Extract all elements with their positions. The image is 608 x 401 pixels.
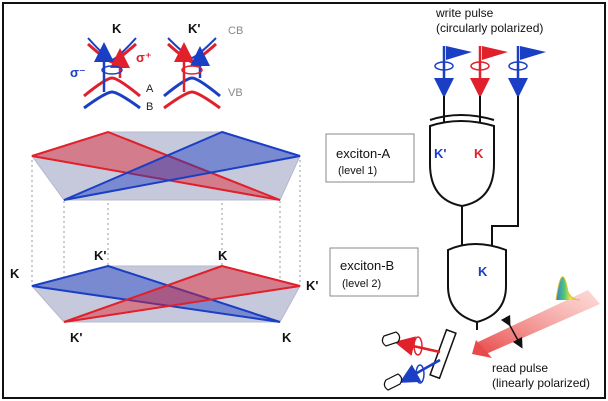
exciton-b-level: (level 2) [342,278,381,290]
band-b-label: B [146,101,153,113]
read-pulse-sublabel: (linearly polarized) [492,376,590,390]
exciton-a-border [325,133,415,183]
gate-2-k-label: K [478,264,488,279]
band-diagram: K σ⁻ σ⁺ A B K' CB VB [70,21,243,113]
lattice-k-bottom-label: K [282,330,292,345]
spectrum-peak [555,276,581,301]
k-vb-red-curve [83,76,141,98]
gate-1-k-label: K [474,146,484,161]
write-pulse-label: write pulse [435,6,494,20]
red-output-loop [413,336,423,356]
kp-cb-red-curve [167,42,217,64]
flag-blue-1-loop [434,61,454,71]
kp-cb-blue-curve [167,37,217,60]
kp-vb-blue-curve [163,76,221,98]
sigma-plus-label: σ⁺ [136,50,152,65]
flag-red-loop [470,61,490,71]
kp-polarization-loop [181,65,203,75]
k-vb-blue-curve [83,90,141,110]
band-kp-label: K' [188,21,200,36]
exciton-a-title: exciton-A [336,146,391,161]
gate-1-body [429,120,495,208]
flag-blue-1 [446,46,472,60]
wire-flag3-to-gate2 [491,96,519,248]
read-pulse: read pulse (linearly polarized) [472,276,600,390]
write-pulse-flags [434,46,546,98]
write-pulse-sublabel: (circularly polarized) [436,21,543,35]
upper-blue-triangle [63,130,301,201]
lattice-kp-right-label: K' [306,278,318,293]
exciton-a-box: exciton-A (level 1) [325,133,415,183]
gate-1-xor-arc [429,114,495,121]
polarizer-plate [429,328,457,380]
eye-detector-bottom [383,373,403,391]
vb-label: VB [228,87,243,99]
cb-label: CB [228,25,243,37]
blue-output-loop [415,364,425,384]
exciton-b-border [329,247,419,297]
polarization-axis [500,314,523,349]
kp-vb-red-curve [163,90,221,110]
exciton-b-title: exciton-B [340,258,394,273]
flag-blue-2 [520,46,546,60]
k-polarization-loop [101,65,123,75]
logic-circuit: write pulse (circularly polarized) K' K … [429,6,546,330]
band-k-label: K [112,21,122,36]
lattice-k-top-label: K [218,248,228,263]
eye-detector-top [381,331,401,347]
lattice-kp-top-label: K' [94,248,106,263]
lattice-kp-bottom-label: K' [70,330,82,345]
exciton-b-box: exciton-B (level 2) [329,247,419,297]
read-beam-head [472,340,492,358]
lower-red-triangle [63,264,301,323]
lattice-k-left-label: K [10,266,20,281]
flag-blue-2-loop [508,61,528,71]
upper-red-triangle [31,130,281,201]
lattice-diagram: K K' K K' K' K [10,130,318,345]
flag-red [482,46,508,60]
band-a-label: A [146,83,154,95]
analyzer [381,328,457,391]
gate-2-body [447,243,507,324]
read-pulse-label: read pulse [492,361,548,375]
lower-blue-triangle [31,264,281,323]
exciton-a-level: (level 1) [338,165,377,177]
sigma-minus-label: σ⁻ [70,65,86,80]
gate-1-kp-label: K' [434,146,446,161]
